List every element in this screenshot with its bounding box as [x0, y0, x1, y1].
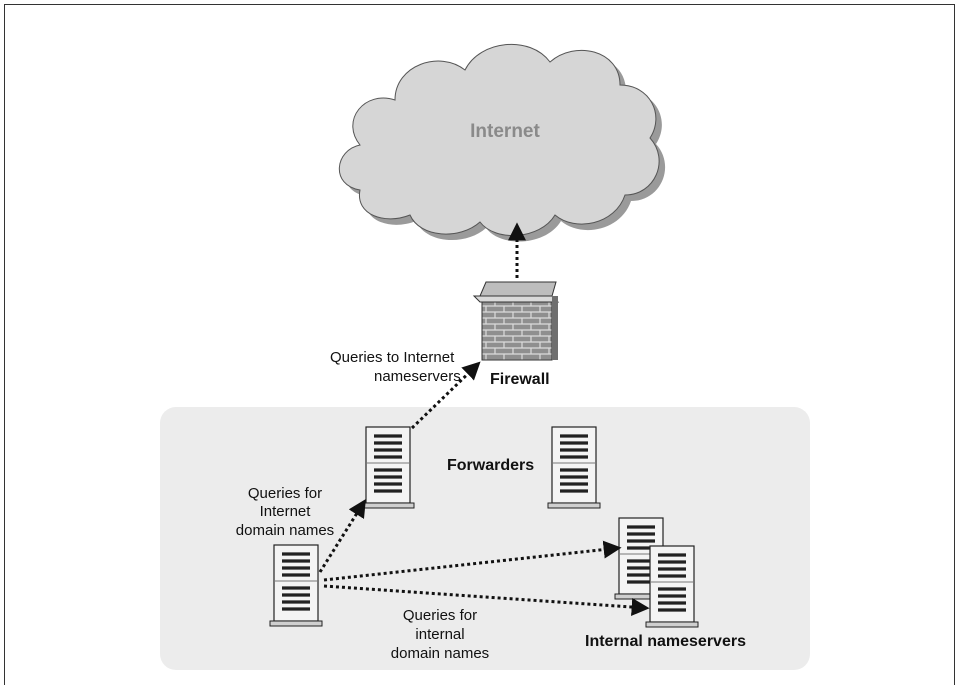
queries-internal-domains-label: Queries for internal domain names [391, 607, 489, 662]
internet-cloud: Internet [338, 43, 666, 242]
svg-text:Internet: Internet [260, 503, 312, 520]
svg-text:nameservers: nameservers [374, 368, 461, 385]
firewall-icon [472, 281, 560, 361]
svg-text:Queries for: Queries for [248, 485, 322, 502]
client-nameserver-icon [268, 543, 324, 628]
internal-nameserver-icon [644, 544, 700, 629]
client-to-forwarder-arrow [318, 498, 366, 573]
queries-to-internet-label: Queries to Internet nameservers [330, 349, 461, 385]
svg-text:internal: internal [415, 626, 464, 643]
svg-text:domain names: domain names [391, 645, 489, 662]
queries-internet-domains-label: Queries for Internet domain names [236, 485, 334, 539]
forwarder-server-icon [546, 425, 602, 510]
forwarders-label: Forwarders [447, 457, 534, 474]
internal-nameservers-label: Internal nameservers [585, 633, 746, 650]
svg-text:Queries for: Queries for [403, 607, 477, 624]
svg-text:Queries to Internet: Queries to Internet [330, 349, 455, 366]
figure-frame [4, 4, 955, 685]
firewall-label: Firewall [490, 371, 550, 388]
internet-label: Internet [470, 121, 540, 142]
svg-text:domain names: domain names [236, 522, 334, 539]
client-to-internal-ns-arrow-1 [323, 540, 622, 582]
forwarder-server-icon [360, 425, 416, 510]
